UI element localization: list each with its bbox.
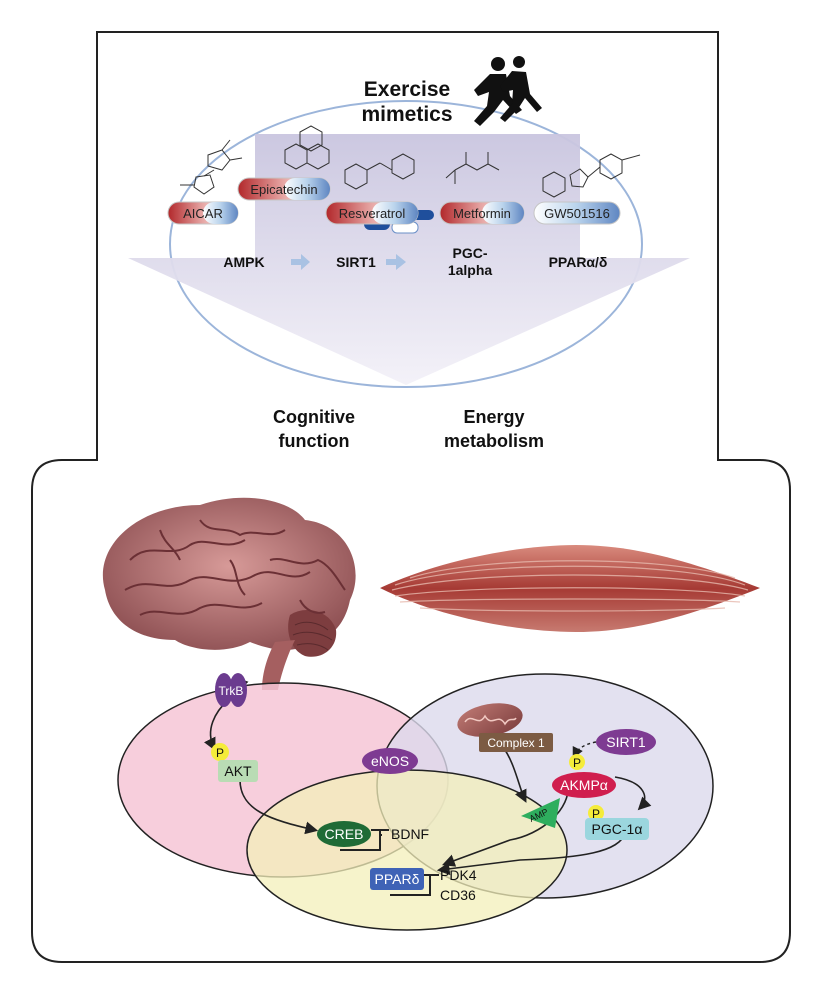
- complex1-node: Complex 1: [479, 733, 553, 752]
- title-line-2: mimetics: [361, 103, 452, 126]
- brain-illustration: [102, 497, 356, 690]
- akmp-node: P AKMPα: [552, 754, 616, 798]
- akt-label: AKT: [224, 763, 252, 779]
- mimetics-ellipse: [169, 100, 643, 388]
- akmp-label: AKMPα: [560, 777, 608, 793]
- outcome-cognitive-line1: Cognitive: [273, 407, 355, 427]
- mitochondrion-icon: [457, 703, 523, 737]
- metformin-pill: Metformin: [439, 201, 525, 225]
- runners-icon: [474, 56, 542, 126]
- pgc1a-node: P PGC-1α: [585, 805, 649, 840]
- trkb-receptor: TrkB: [215, 673, 247, 707]
- pathway-pgc-line1: PGC-: [453, 245, 488, 261]
- amp-node: AMP: [521, 798, 560, 828]
- sirt1-label: SIRT1: [606, 734, 646, 750]
- outcome-energy-line2: metabolism: [444, 431, 544, 451]
- gw501516-pill: GW501516: [533, 201, 621, 225]
- epicatechin-label: Epicatechin: [250, 182, 317, 197]
- ppard-label: PPARδ: [375, 871, 420, 887]
- trkb-label: TrkB: [219, 684, 244, 698]
- enos-node: eNOS: [362, 748, 418, 774]
- metformin-structure-icon: [445, 152, 500, 184]
- pgc1a-label: PGC-1α: [592, 821, 643, 837]
- complex1-label: Complex 1: [487, 736, 545, 750]
- akmp-p-badge: P: [573, 756, 581, 770]
- resveratrol-pill: Resveratrol: [325, 201, 419, 225]
- arrow-sirt1-pgc-icon: [386, 254, 406, 270]
- gw501516-structure-icon: [542, 153, 641, 198]
- creb-label: CREB: [325, 826, 364, 842]
- cd36-label: CD36: [440, 887, 476, 903]
- bdnf-label: BDNF: [391, 826, 429, 842]
- sirt1-node: SIRT1: [596, 729, 656, 755]
- aicar-pill: AICAR: [167, 201, 239, 225]
- aicar-structure-icon: [180, 139, 243, 195]
- shared-circle: [246, 769, 568, 931]
- pgc1a-p-badge: P: [592, 807, 600, 821]
- pdk4-label: PDK4: [440, 867, 477, 883]
- resveratrol-label: Resveratrol: [339, 206, 406, 221]
- akt-p-badge: P: [216, 746, 224, 760]
- epicatechin-structure-icon: [284, 125, 330, 170]
- aicar-label: AICAR: [183, 206, 223, 221]
- outcome-energy-line1: Energy: [463, 407, 524, 427]
- arrow-ampk-sirt1-icon: [291, 254, 310, 270]
- outer-frame: [31, 31, 791, 963]
- pathway-sirt1: SIRT1: [336, 254, 376, 270]
- ppard-node: PPARδ: [370, 868, 424, 890]
- akt-node: P AKT: [211, 743, 258, 782]
- creb-node: CREB: [317, 821, 371, 847]
- pathway-pgc-line2: 1alpha: [448, 262, 493, 278]
- resveratrol-structure-icon: [344, 153, 415, 190]
- gw501516-label: GW501516: [544, 206, 610, 221]
- muscle-illustration: [380, 545, 760, 632]
- outcome-cognitive-line2: function: [279, 431, 350, 451]
- epicatechin-pill: Epicatechin: [237, 177, 331, 201]
- pathway-ampk: AMPK: [223, 254, 264, 270]
- pathway-ppar: PPARα/δ: [549, 254, 608, 270]
- metformin-label: Metformin: [453, 206, 511, 221]
- title-line-1: Exercise: [364, 78, 450, 101]
- enos-label: eNOS: [371, 753, 409, 769]
- sirt1-dashed-arrow: [572, 741, 597, 759]
